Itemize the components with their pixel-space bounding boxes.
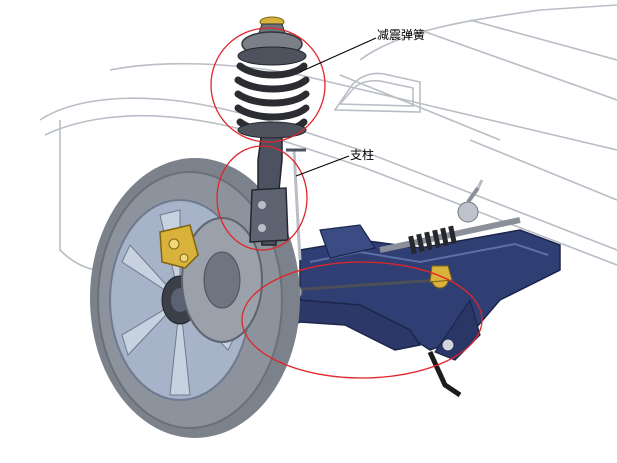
spring-label: 减震弹簧 <box>377 28 426 42</box>
steering-rack-icon <box>379 179 521 255</box>
brake-disc-icon <box>181 217 263 343</box>
strut-callout-line <box>295 155 350 177</box>
shock-spring-icon <box>234 16 310 139</box>
strut-icon <box>249 129 306 261</box>
highlight-circles <box>210 27 483 379</box>
strut-label: 支柱 <box>350 148 375 162</box>
arm-highlight-circle <box>241 261 483 379</box>
car-body-outline-icon <box>39 4 617 271</box>
brake-caliper-icon <box>159 224 199 269</box>
strut-highlight-circle <box>216 145 308 251</box>
spring-callout-line <box>299 37 377 73</box>
callout-lines <box>295 37 377 177</box>
spring-highlight-circle <box>210 27 326 143</box>
